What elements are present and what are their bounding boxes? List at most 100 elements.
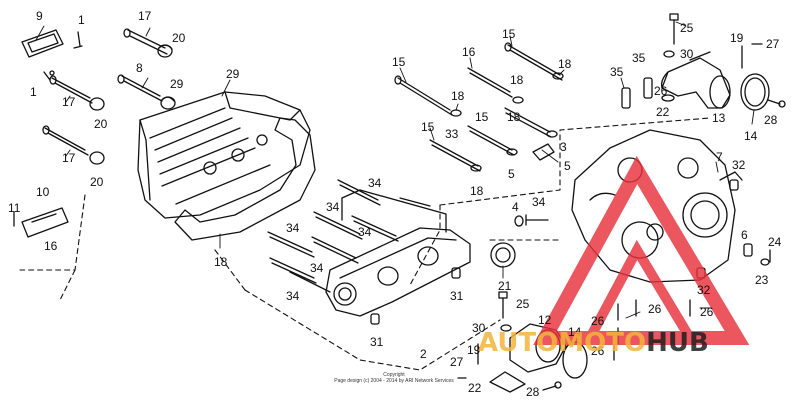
callout-34: 34 [310,261,324,275]
dowel-32-a [729,179,739,191]
cap-20-c [89,97,105,111]
callout-1: 1 [78,13,85,27]
callout-18: 18 [507,110,521,124]
callout-15: 15 [502,27,516,41]
callout-13: 13 [712,111,726,125]
gasket-11 [174,117,316,241]
callout-18: 18 [470,184,484,198]
callout-34: 34 [532,195,546,209]
bolt-1 [43,31,83,81]
callout-2: 2 [420,347,427,361]
callout-15: 15 [392,55,406,69]
oring-5 [514,215,524,227]
callout-19: 19 [467,343,481,357]
callout-34: 34 [326,200,340,214]
callout-16: 16 [44,239,58,253]
callout-5: 5 [508,167,515,181]
bolt-17-b [117,74,163,102]
watermark-logo [533,155,750,345]
intake-manifold-13 [660,51,731,109]
bolt-16-a [394,75,453,116]
callout-18: 18 [558,57,572,71]
callout-6: 6 [741,228,748,242]
callout-14: 14 [568,325,582,339]
bolt-15-b [504,107,552,138]
callout-26: 26 [591,314,605,328]
cylinder-head-cover-8 [137,91,311,219]
callout-25: 25 [516,297,530,311]
callout-29: 29 [226,67,240,81]
callout-35: 35 [632,51,646,65]
cap-20-a [157,44,173,58]
callout-31: 31 [370,335,384,349]
callout-28: 28 [764,113,778,127]
watermark-brand: AUTOMOTOHUB [478,328,709,358]
callout-26: 26 [700,305,714,319]
callout-25: 25 [680,21,694,35]
gasket-9 [21,29,64,58]
callout-34: 34 [358,225,372,239]
callout-30: 30 [472,321,486,335]
washer-23 [760,258,770,266]
washer-30-lower [500,324,512,332]
callout-30: 30 [680,47,694,61]
callout-1: 1 [30,85,37,99]
bolt-17-d [42,125,89,156]
washer-30-top [663,50,675,58]
callout-16: 16 [462,45,476,59]
callout-18: 18 [451,89,465,103]
callout-17: 17 [138,9,152,23]
assembly-dashed-lines [19,117,711,371]
callout-11: 11 [8,201,21,215]
callout-24: 24 [768,235,782,249]
callout-20: 20 [94,117,108,131]
cap-20-d [89,151,105,165]
watermark-brand-hub: HUB [646,328,709,358]
callout-17: 17 [62,95,76,109]
dowel-31-b [370,313,380,325]
callout-19: 19 [730,31,744,45]
callout-17: 17 [62,151,76,165]
callout-32: 32 [732,158,746,172]
stud-34-group [267,179,399,293]
callout-7: 7 [716,150,723,164]
callout-32: 32 [697,283,711,297]
callout-14: 14 [744,129,758,143]
callout-5: 5 [564,159,571,173]
watermark-brand-moto: MOTO [558,328,647,358]
callout-34: 34 [286,289,300,303]
callout-18: 18 [510,73,524,87]
bolt-17-c [49,75,93,104]
callout-26: 26 [591,344,605,358]
callout-28: 28 [526,385,540,399]
clamp-14 [740,73,770,111]
camshaft-holder-2 [325,189,471,317]
plate-10 [21,207,69,238]
callout-31: 31 [450,289,464,303]
callout-34: 34 [286,221,300,235]
callout-3: 3 [560,140,567,154]
callout-20: 20 [172,31,186,45]
copyright-line-2: Page design (c) 2004 - 2014 by ARI Netwo… [334,378,454,384]
pin-3 [532,143,555,161]
callout-18: 18 [214,255,228,269]
callout-9: 9 [36,9,43,23]
pin-4 [525,214,549,226]
callout-21: 21 [498,279,512,293]
callout-34: 34 [368,176,382,190]
nozzle-35-group [621,77,653,109]
callout-29: 29 [170,77,184,91]
bolt-17-a [123,28,168,55]
oring-22-top [661,94,675,102]
leader-lines [35,21,755,319]
callout-27: 27 [450,355,464,369]
bolt-15-a [467,67,513,98]
copyright-line-1: Copyright [383,372,405,378]
cap-21 [490,242,516,268]
callout-10: 10 [36,185,50,199]
callout-23: 23 [755,273,769,287]
bolt-25-top [669,13,679,45]
